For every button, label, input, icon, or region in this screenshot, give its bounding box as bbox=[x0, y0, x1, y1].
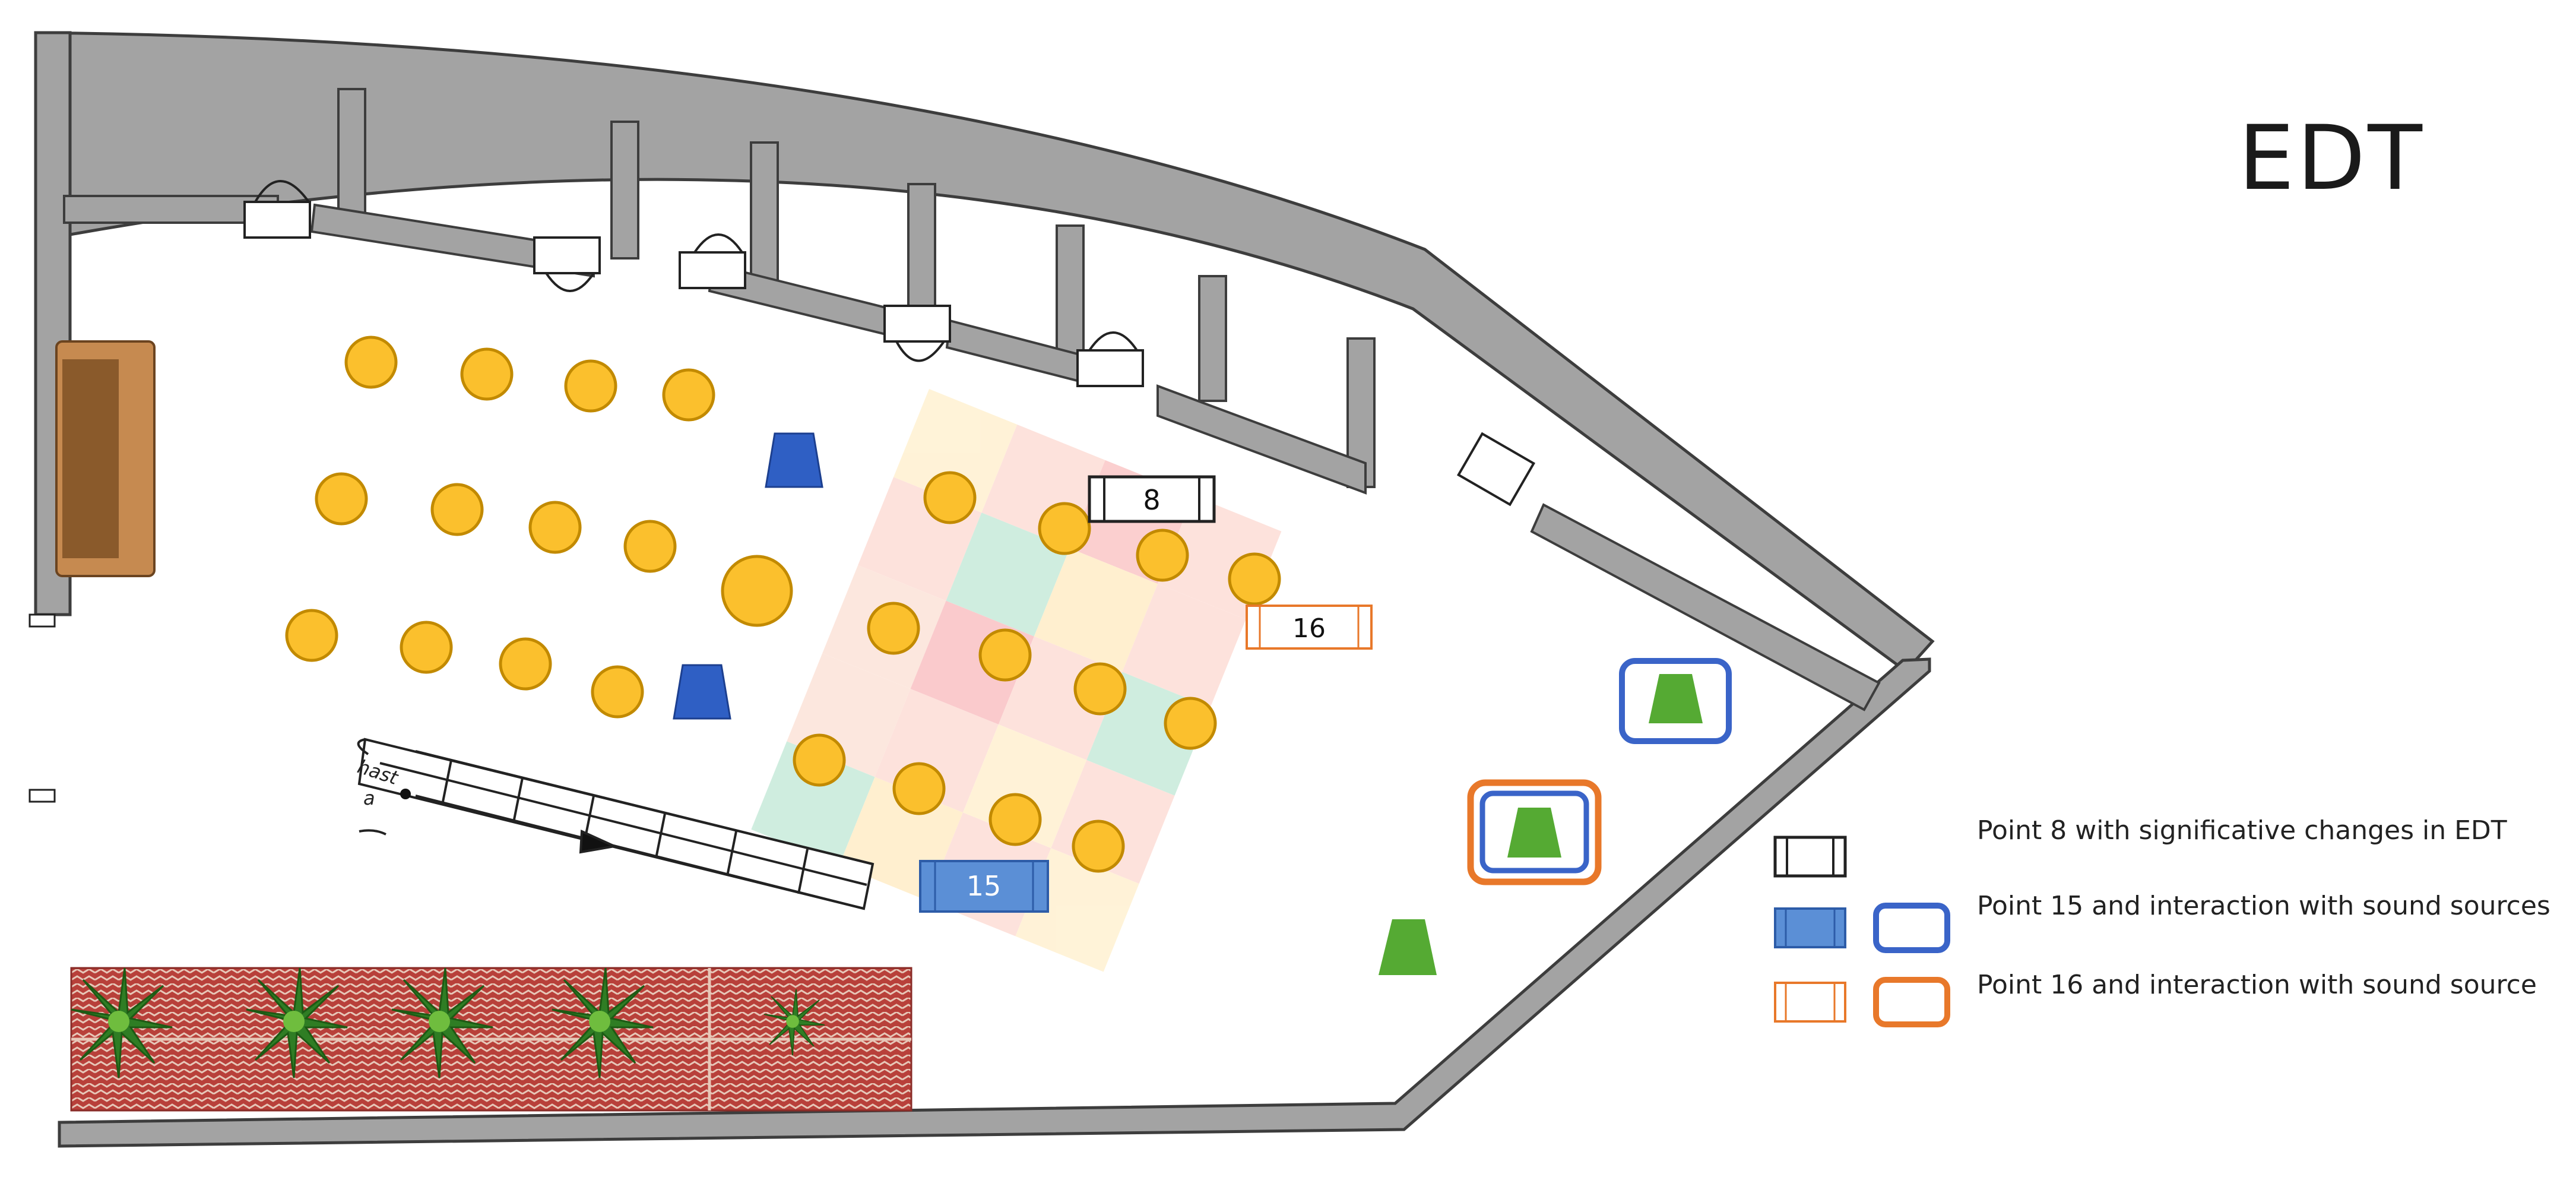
legend-symbols bbox=[1773, 836, 1950, 1027]
seat bbox=[1073, 662, 1127, 716]
speaker-icon bbox=[765, 432, 823, 488]
legend-orange-ring-icon bbox=[1873, 977, 1950, 1027]
seat bbox=[285, 609, 338, 662]
staircase bbox=[357, 738, 874, 910]
legend-blue-ring-icon bbox=[1873, 903, 1950, 953]
doors bbox=[243, 180, 1536, 507]
legend-point15-icon bbox=[1774, 907, 1846, 948]
seat bbox=[1038, 502, 1091, 555]
speaker-icon bbox=[1379, 919, 1437, 975]
room-partitions bbox=[63, 88, 1881, 711]
seat bbox=[528, 501, 582, 554]
speaker-icon bbox=[1507, 808, 1561, 858]
left-wall bbox=[34, 31, 72, 616]
seat bbox=[460, 347, 514, 401]
seat bbox=[499, 637, 552, 691]
bottom-wall bbox=[58, 657, 1931, 1148]
seats bbox=[285, 336, 1281, 873]
palm-icons bbox=[71, 967, 825, 1078]
palm-icon bbox=[246, 967, 348, 1078]
point-16-label: 16 bbox=[1292, 613, 1326, 644]
seat bbox=[988, 793, 1042, 846]
legend-point16-icon bbox=[1774, 982, 1846, 1023]
seat bbox=[591, 665, 644, 719]
palm-icon bbox=[552, 967, 654, 1078]
seat bbox=[1136, 529, 1189, 582]
top-curved-wall bbox=[35, 31, 1935, 673]
seat bbox=[1164, 697, 1217, 750]
seat bbox=[400, 621, 453, 674]
stair-dot bbox=[400, 789, 411, 799]
planter bbox=[70, 967, 912, 1112]
seat bbox=[623, 520, 677, 573]
point-15-marker[interactable]: 15 bbox=[919, 860, 1049, 913]
legend-item-point15: Point 15 and interaction with sound sour… bbox=[1977, 891, 2550, 921]
seat bbox=[430, 483, 484, 536]
seat bbox=[1228, 552, 1281, 606]
palm-icon bbox=[391, 967, 493, 1078]
diagram-title: EDT bbox=[2238, 107, 2425, 210]
point-8-label: 8 bbox=[1143, 484, 1160, 516]
blue-sound-sources bbox=[673, 432, 823, 720]
seat bbox=[564, 359, 617, 413]
palm-icon bbox=[71, 967, 173, 1078]
left-wall-stub bbox=[28, 613, 56, 628]
palm-icon bbox=[763, 989, 825, 1056]
point-15-label: 15 bbox=[967, 870, 1002, 902]
green-sound-sources bbox=[1379, 658, 1732, 975]
seat bbox=[923, 471, 977, 524]
seat bbox=[315, 472, 368, 526]
legend-item-point16: Point 16 and interaction with sound sour… bbox=[1977, 970, 2537, 1000]
stair-arrow bbox=[579, 829, 619, 854]
legend-item-point8: Point 8 with significative changes in ED… bbox=[1977, 815, 2507, 846]
seat bbox=[892, 762, 946, 815]
seat bbox=[662, 368, 715, 422]
seat bbox=[978, 628, 1032, 682]
seat bbox=[793, 733, 846, 787]
point-8-marker[interactable]: 8 bbox=[1088, 475, 1216, 523]
left-wall-stub-2 bbox=[28, 789, 56, 803]
wooden-bench bbox=[55, 340, 156, 577]
seat bbox=[867, 602, 920, 655]
point-16-marker[interactable]: 16 bbox=[1246, 605, 1373, 650]
speaker-icon bbox=[1649, 674, 1703, 723]
legend-point8-icon bbox=[1773, 836, 1847, 878]
speaker-icon bbox=[673, 664, 731, 720]
seat bbox=[344, 336, 398, 389]
seat-large bbox=[721, 555, 793, 627]
stair-label-line2: a bbox=[363, 787, 375, 809]
seat bbox=[1072, 820, 1125, 873]
outer-walls bbox=[34, 31, 1935, 1148]
